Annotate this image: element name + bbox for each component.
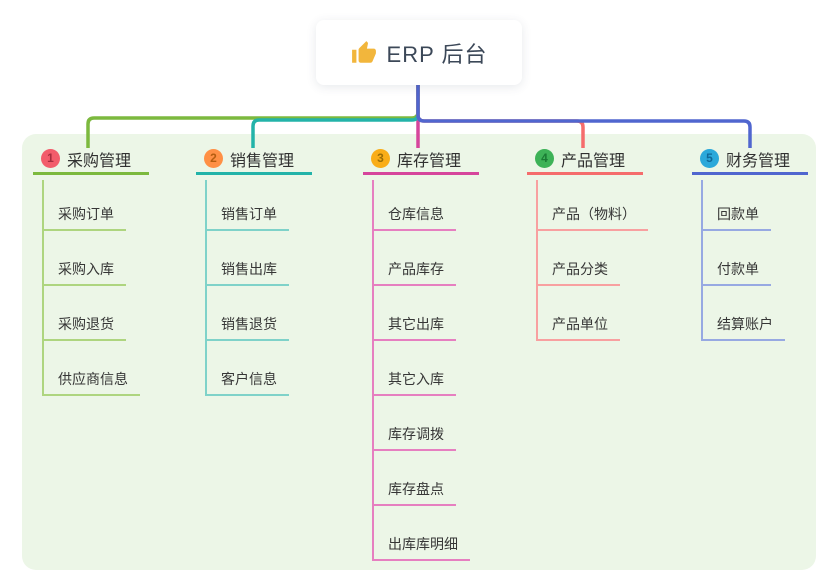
branch-trunk-line [372,180,374,561]
branch-number-badge: 3 [371,149,390,168]
child-node[interactable]: 产品库存 [372,258,456,286]
branch-number-badge: 2 [204,149,223,168]
child-node[interactable]: 付款单 [701,258,771,286]
child-node[interactable]: 采购退货 [42,313,126,341]
child-node[interactable]: 产品（物料） [536,203,648,231]
branch-label: 库存管理 [397,152,462,170]
child-node[interactable]: 其它出库 [372,313,456,341]
branch-number-badge: 4 [535,149,554,168]
branch-number-badge: 1 [41,149,60,168]
child-node[interactable]: 其它入库 [372,368,456,396]
child-node[interactable]: 仓库信息 [372,203,456,231]
child-node[interactable]: 采购入库 [42,258,126,286]
branch-trunk-line [701,180,703,341]
mindmap-panel [22,134,816,570]
branch-node-5[interactable]: 5 财务管理 [692,149,808,175]
child-node[interactable]: 回款单 [701,203,771,231]
child-node[interactable]: 销售订单 [205,203,289,231]
child-node[interactable]: 客户信息 [205,368,289,396]
child-node[interactable]: 产品分类 [536,258,620,286]
child-node[interactable]: 产品单位 [536,313,620,341]
child-node[interactable]: 结算账户 [701,313,785,341]
child-node[interactable]: 销售退货 [205,313,289,341]
branch-label: 采购管理 [67,152,132,170]
branch-node-1[interactable]: 1 采购管理 [33,149,149,175]
child-node[interactable]: 库存调拨 [372,423,456,451]
branch-node-3[interactable]: 3 库存管理 [363,149,479,175]
branch-trunk-line [42,180,44,396]
child-node[interactable]: 采购订单 [42,203,126,231]
branch-number-badge: 5 [700,149,719,168]
branch-label: 产品管理 [561,152,626,170]
child-node[interactable]: 销售出库 [205,258,289,286]
child-node[interactable]: 库存盘点 [372,478,456,506]
branch-node-4[interactable]: 4 产品管理 [527,149,643,175]
branch-trunk-line [536,180,538,341]
child-node[interactable]: 出库库明细 [372,533,470,561]
thumbs-up-icon [351,40,376,63]
branch-label: 财务管理 [726,152,791,170]
root-node[interactable]: ERP 后台 [316,20,522,85]
branch-node-2[interactable]: 2 销售管理 [196,149,312,175]
child-node[interactable]: 供应商信息 [42,368,140,396]
root-node-label: ERP 后台 [386,41,488,67]
branch-trunk-line [205,180,207,396]
branch-label: 销售管理 [230,152,295,170]
